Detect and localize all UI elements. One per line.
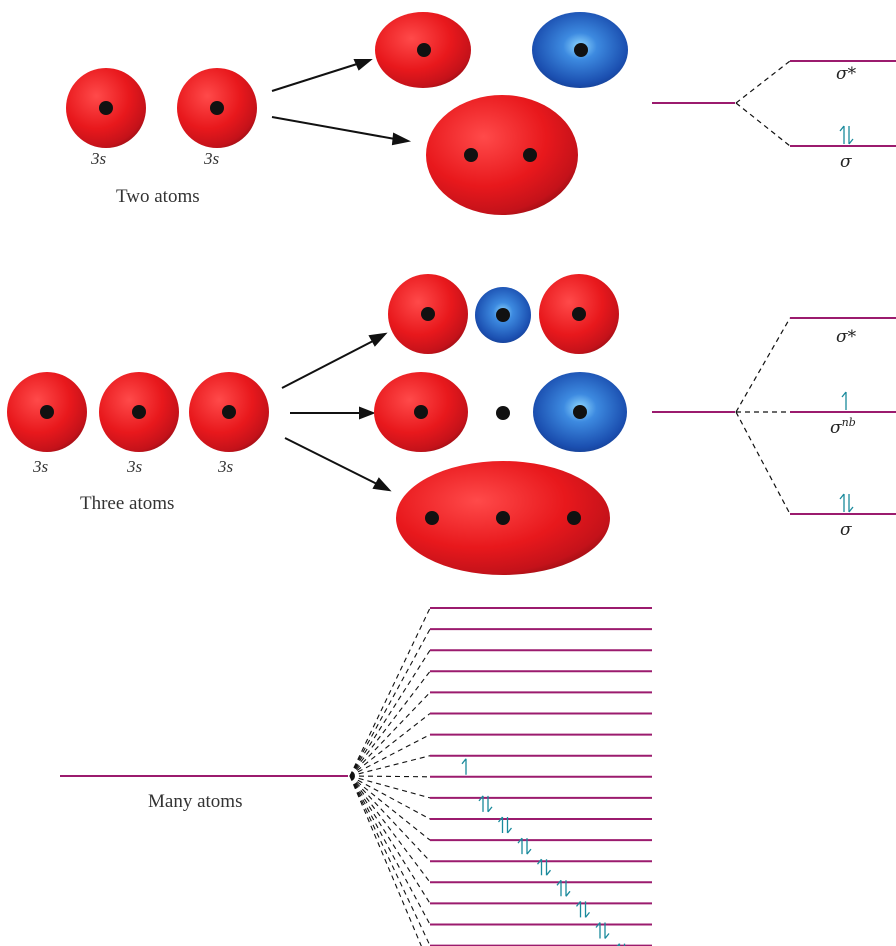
nucleus bbox=[425, 511, 439, 525]
electron-pair bbox=[595, 922, 610, 939]
nucleus bbox=[222, 405, 236, 419]
correlation-line bbox=[349, 775, 422, 946]
correlation-line bbox=[349, 775, 431, 778]
three-atoms-section: 3s 3s 3s Three atoms bbox=[7, 274, 896, 575]
correlation-line bbox=[349, 649, 431, 777]
atomic-orbitals-three bbox=[7, 372, 269, 452]
two-atoms-caption: Two atoms bbox=[116, 186, 200, 207]
sigma-nb-label: σnb bbox=[830, 416, 856, 438]
correlation-line bbox=[349, 734, 431, 777]
three-atoms-caption: Three atoms bbox=[80, 493, 174, 514]
energy-band bbox=[349, 607, 652, 946]
nucleus bbox=[572, 307, 586, 321]
correlation-line bbox=[349, 628, 431, 777]
electron-pair bbox=[839, 493, 854, 513]
formation-arrows-three bbox=[281, 332, 392, 492]
electron-single bbox=[461, 758, 467, 775]
correlation-line bbox=[349, 670, 431, 777]
nucleus bbox=[40, 405, 54, 419]
correlation-line bbox=[349, 775, 431, 799]
nucleus bbox=[132, 405, 146, 419]
correlation-line bbox=[349, 775, 431, 883]
sigma-label: σ bbox=[840, 152, 852, 172]
nucleus bbox=[414, 405, 428, 419]
atomic-orbitals-two bbox=[66, 68, 257, 148]
nucleus bbox=[496, 406, 510, 420]
sigma-star-label: σ* bbox=[836, 64, 857, 84]
nucleus bbox=[523, 148, 537, 162]
nucleus bbox=[567, 511, 581, 525]
nucleus bbox=[99, 101, 113, 115]
molecular-orbitals-two bbox=[375, 12, 628, 215]
sigma-nb-symbol: σ bbox=[830, 418, 842, 438]
correlation-line bbox=[735, 411, 791, 515]
molecular-orbitals-three bbox=[374, 274, 627, 575]
electron-pair bbox=[556, 879, 571, 897]
nucleus bbox=[464, 148, 478, 162]
correlation-line bbox=[349, 713, 431, 777]
electron-pair bbox=[575, 900, 591, 918]
energy-diagram-two: σ* σ bbox=[652, 60, 896, 172]
nucleus bbox=[574, 43, 588, 57]
nucleus bbox=[421, 307, 435, 321]
formation-arrows-two bbox=[271, 59, 412, 146]
orbital-label: 3s bbox=[126, 457, 143, 476]
correlation-line bbox=[349, 607, 431, 777]
energy-diagram-three: σ* σnb σ bbox=[652, 317, 896, 540]
bonding-orbital bbox=[426, 95, 578, 215]
nucleus bbox=[496, 511, 510, 525]
nucleus bbox=[210, 101, 224, 115]
correlation-line bbox=[735, 317, 791, 413]
correlation-line bbox=[349, 775, 431, 904]
many-atoms-caption: Many atoms bbox=[148, 791, 242, 812]
electron-pair bbox=[536, 858, 552, 876]
correlation-line bbox=[349, 775, 431, 925]
sigma-nb-superscript: nb bbox=[842, 416, 856, 429]
correlation-line bbox=[349, 775, 431, 841]
correlation-line bbox=[735, 102, 791, 147]
correlation-line bbox=[735, 60, 791, 104]
correlation-line bbox=[349, 775, 431, 820]
electron-pair bbox=[478, 795, 493, 813]
correlation-line bbox=[349, 775, 431, 946]
orbital-label: 3s bbox=[203, 149, 220, 168]
correlation-line bbox=[349, 692, 431, 777]
nucleus bbox=[417, 43, 431, 57]
electron-single bbox=[841, 391, 847, 410]
correlation-line bbox=[349, 755, 431, 777]
sigma-star-label: σ* bbox=[836, 327, 857, 347]
orbital-label: 3s bbox=[217, 457, 234, 476]
electron-pair bbox=[839, 125, 854, 145]
electron-pair bbox=[497, 816, 513, 834]
nucleus bbox=[496, 308, 510, 322]
two-atoms-section: 3s 3s Two atoms σ* σ bbox=[66, 12, 896, 215]
correlation-line bbox=[349, 775, 431, 862]
nucleus bbox=[573, 405, 587, 419]
many-atoms-section: Many atoms bbox=[60, 607, 652, 946]
electron-pair bbox=[517, 837, 532, 855]
orbital-label: 3s bbox=[32, 457, 49, 476]
orbital-label: 3s bbox=[90, 149, 107, 168]
sigma-label: σ bbox=[840, 520, 852, 540]
